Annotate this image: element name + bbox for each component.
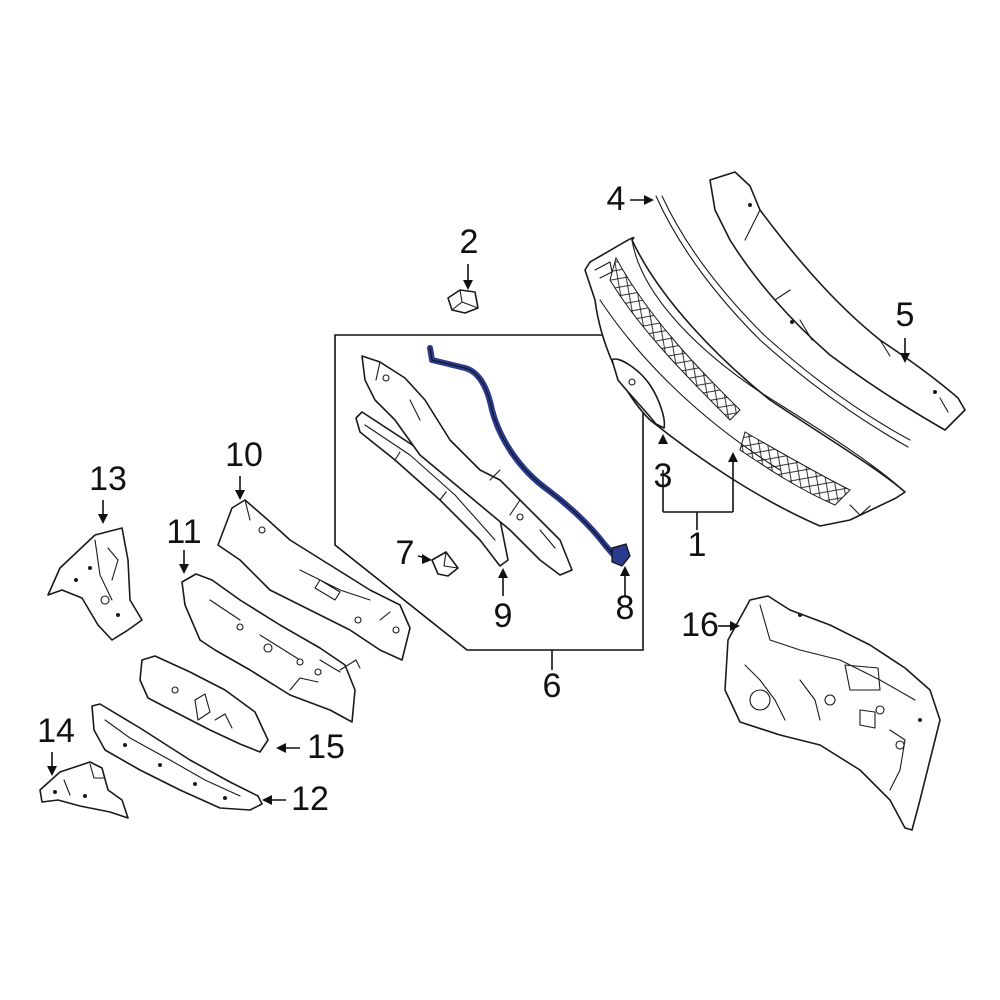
callout-2[interactable]: 2 bbox=[460, 223, 479, 261]
cowl-panel-part[interactable] bbox=[709, 171, 966, 431]
callout-16[interactable]: 16 bbox=[681, 606, 719, 644]
cowl-grille-part[interactable] bbox=[584, 236, 906, 527]
reinforcement-bar-part[interactable] bbox=[91, 703, 263, 811]
callout-numbers: 1 2 3 4 5 6 7 8 9 10 11 12 13 14 15 16 bbox=[37, 180, 914, 818]
side-bracket-part-13[interactable] bbox=[47, 527, 143, 641]
drain-hose-part[interactable] bbox=[427, 345, 631, 567]
clip-part[interactable] bbox=[447, 289, 479, 314]
retainer-part-7[interactable] bbox=[431, 551, 459, 577]
callout-3[interactable]: 3 bbox=[654, 457, 673, 495]
callout-6[interactable]: 6 bbox=[543, 667, 562, 705]
dash-panel-part[interactable] bbox=[724, 595, 941, 831]
leader-lines bbox=[47, 195, 910, 805]
callout-7[interactable]: 7 bbox=[396, 534, 415, 572]
side-bracket-part-14[interactable] bbox=[39, 761, 129, 819]
side-cover-part[interactable] bbox=[611, 358, 666, 429]
callout-10[interactable]: 10 bbox=[225, 436, 263, 474]
weatherstrip-seal-part[interactable] bbox=[655, 195, 911, 448]
assembly-6-outline bbox=[334, 334, 644, 651]
callout-15[interactable]: 15 bbox=[307, 728, 345, 766]
callout-11[interactable]: 11 bbox=[166, 513, 201, 551]
callout-8[interactable]: 8 bbox=[616, 589, 635, 627]
insulator-part[interactable] bbox=[139, 655, 269, 753]
callout-5[interactable]: 5 bbox=[896, 296, 915, 334]
callout-1[interactable]: 1 bbox=[688, 526, 707, 564]
callout-12[interactable]: 12 bbox=[291, 780, 329, 818]
upper-dash-panel-part[interactable] bbox=[217, 499, 411, 661]
callout-9[interactable]: 9 bbox=[494, 597, 513, 635]
callout-14[interactable]: 14 bbox=[37, 712, 75, 750]
cowl-reinforcement-part[interactable] bbox=[361, 355, 573, 576]
cowl-bracket-part-9[interactable] bbox=[355, 411, 509, 567]
lower-dash-panel-part[interactable] bbox=[181, 573, 361, 723]
callout-13[interactable]: 13 bbox=[89, 460, 127, 498]
callout-4[interactable]: 4 bbox=[607, 180, 626, 218]
